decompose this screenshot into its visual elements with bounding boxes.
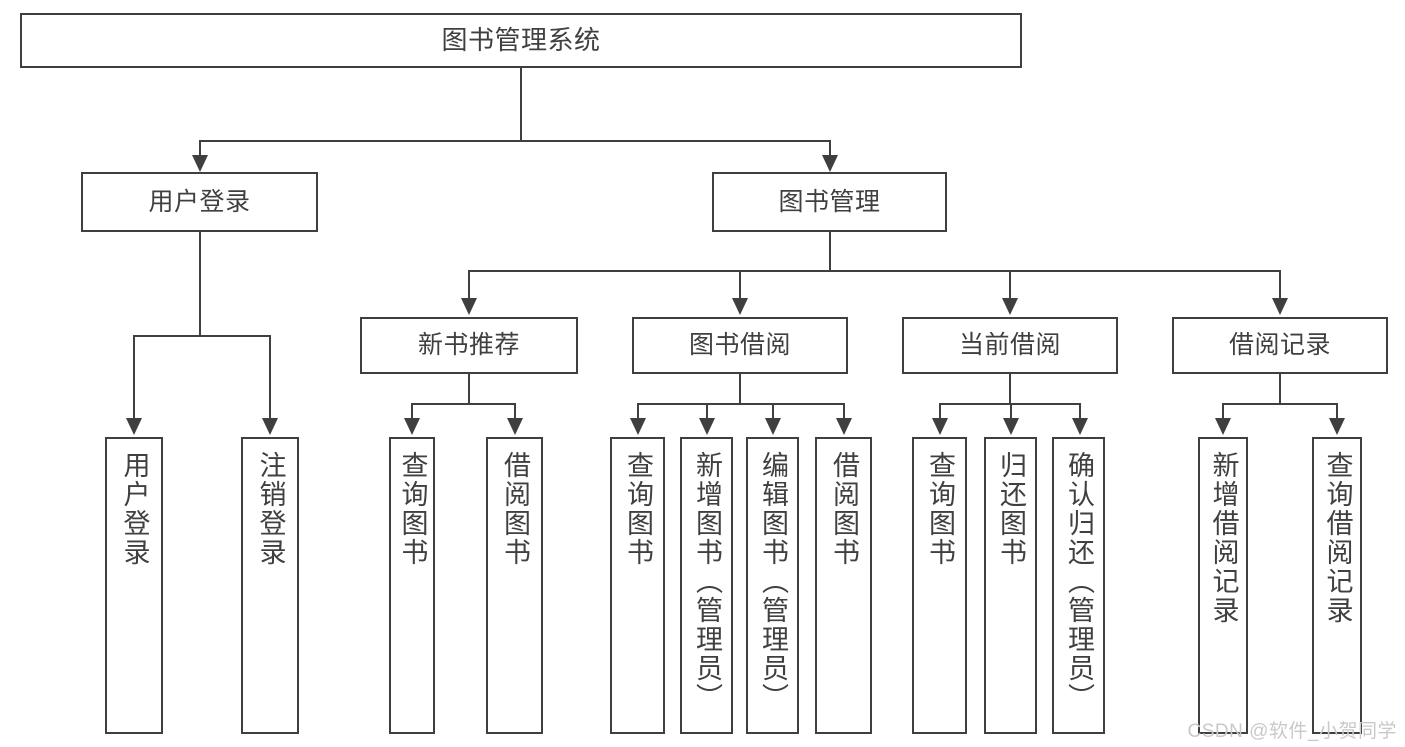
arrow-to-user-login — [192, 155, 208, 172]
arrow-leaf-add-borrow-record — [1215, 418, 1231, 435]
arrow-leaf-confirm-return-admin — [1072, 418, 1088, 435]
connector-level2-bus — [468, 270, 1280, 273]
node-label: 当前借阅 — [958, 331, 1061, 359]
node-book-management[interactable]: 图书管理 — [712, 172, 947, 232]
arrow-to-new-book-recommend — [461, 298, 477, 315]
arrow-leaf-query-book-recommend — [404, 418, 420, 435]
node-current-borrow[interactable]: 当前借阅 — [902, 317, 1118, 374]
connector-user-login-bus — [133, 335, 270, 338]
connector-root-bus — [199, 140, 830, 143]
connector-to-book-borrow — [739, 270, 742, 300]
arrow-leaf-borrow-book-recommend — [507, 418, 523, 435]
node-label: 用户登录 — [119, 451, 150, 567]
connector-root-stem — [520, 68, 523, 141]
connector-book-borrow-stem — [739, 374, 742, 405]
connector-borrow-record-leaf1 — [1222, 403, 1225, 420]
connector-book-borrow-bus — [637, 403, 844, 406]
connector-new-book-bus — [411, 403, 514, 406]
leaf-borrow-book-recommend[interactable]: 借阅图书 — [486, 437, 543, 734]
node-label: 新增图书（管理员） — [692, 451, 722, 712]
connector-current-borrow-leaf3 — [1079, 403, 1082, 420]
node-root-system[interactable]: 图书管理系统 — [20, 13, 1022, 68]
connector-user-login-stem — [199, 232, 202, 336]
arrow-leaf-query-book-current — [932, 418, 948, 435]
arrow-leaf-borrow-book — [836, 418, 852, 435]
leaf-query-book-recommend[interactable]: 查询图书 — [389, 437, 435, 734]
leaf-confirm-return-admin[interactable]: 确认归还（管理员） — [1052, 437, 1105, 734]
connector-book-borrow-leaf3 — [772, 403, 775, 420]
connector-to-book-management — [829, 140, 832, 157]
arrow-leaf-logout — [262, 418, 278, 435]
connector-borrow-record-bus — [1222, 403, 1337, 406]
node-label: 确认归还（管理员） — [1064, 451, 1094, 712]
node-label: 图书借阅 — [688, 331, 791, 359]
arrow-leaf-edit-book-admin — [765, 418, 781, 435]
connector-borrow-record-stem — [1279, 374, 1282, 405]
leaf-user-login[interactable]: 用户登录 — [105, 437, 163, 734]
node-borrow-record[interactable]: 借阅记录 — [1172, 317, 1388, 374]
leaf-return-book[interactable]: 归还图书 — [984, 437, 1037, 734]
arrow-to-book-management — [822, 155, 838, 172]
node-book-borrow[interactable]: 图书借阅 — [632, 317, 848, 374]
arrow-leaf-add-book-admin — [699, 418, 715, 435]
node-label: 注销登录 — [255, 451, 286, 567]
connector-new-book-stem — [468, 374, 471, 405]
node-user-login[interactable]: 用户登录 — [81, 172, 318, 232]
node-label: 查询图书 — [397, 451, 428, 567]
node-label: 归还图书 — [996, 451, 1026, 567]
node-label: 新增借阅记录 — [1208, 451, 1239, 625]
arrow-to-book-borrow — [732, 298, 748, 315]
arrow-leaf-query-borrow-record — [1329, 418, 1345, 435]
arrow-leaf-return-book — [1003, 418, 1019, 435]
connector-current-borrow-leaf2 — [1010, 403, 1013, 420]
leaf-borrow-book[interactable]: 借阅图书 — [815, 437, 872, 734]
connector-book-borrow-leaf2 — [706, 403, 709, 420]
arrow-leaf-query-book-borrow — [630, 418, 646, 435]
arrow-leaf-user-login — [126, 418, 142, 435]
node-label: 借阅记录 — [1228, 331, 1331, 359]
node-label: 图书管理系统 — [441, 25, 601, 56]
arrow-to-current-borrow — [1002, 298, 1018, 315]
connector-book-management-stem — [829, 232, 832, 272]
node-label: 图书管理 — [778, 187, 881, 216]
connector-user-login-leaf2 — [269, 335, 272, 420]
arrow-to-borrow-record — [1272, 298, 1288, 315]
leaf-query-book-borrow[interactable]: 查询图书 — [610, 437, 665, 734]
connector-current-borrow-bus — [939, 403, 1080, 406]
connector-current-borrow-stem — [1009, 374, 1012, 405]
node-label: 借阅图书 — [500, 451, 530, 567]
node-label: 用户登录 — [148, 187, 251, 216]
node-label: 借阅图书 — [829, 451, 859, 567]
node-label: 编辑图书（管理员） — [758, 451, 788, 712]
connector-book-borrow-leaf1 — [637, 403, 640, 420]
node-new-book-recommend[interactable]: 新书推荐 — [360, 317, 578, 374]
connector-borrow-record-leaf2 — [1336, 403, 1339, 420]
leaf-query-borrow-record[interactable]: 查询借阅记录 — [1312, 437, 1362, 734]
leaf-query-book-current[interactable]: 查询图书 — [912, 437, 967, 734]
connector-user-login-leaf1 — [133, 335, 136, 420]
connector-book-borrow-leaf4 — [843, 403, 846, 420]
connector-new-book-leaf1 — [411, 403, 414, 420]
connector-current-borrow-leaf1 — [939, 403, 942, 420]
connector-to-new-book-recommend — [468, 270, 471, 300]
leaf-add-book-admin[interactable]: 新增图书（管理员） — [680, 437, 733, 734]
connector-new-book-leaf2 — [514, 403, 517, 420]
leaf-logout[interactable]: 注销登录 — [241, 437, 299, 734]
node-label: 查询借阅记录 — [1322, 451, 1353, 625]
leaf-edit-book-admin[interactable]: 编辑图书（管理员） — [746, 437, 799, 734]
connector-to-user-login — [199, 140, 202, 157]
connector-to-current-borrow — [1009, 270, 1012, 300]
node-label: 查询图书 — [925, 451, 955, 567]
node-label: 新书推荐 — [417, 331, 520, 359]
connector-to-borrow-record — [1279, 270, 1282, 300]
leaf-add-borrow-record[interactable]: 新增借阅记录 — [1198, 437, 1248, 734]
node-label: 查询图书 — [623, 451, 653, 567]
